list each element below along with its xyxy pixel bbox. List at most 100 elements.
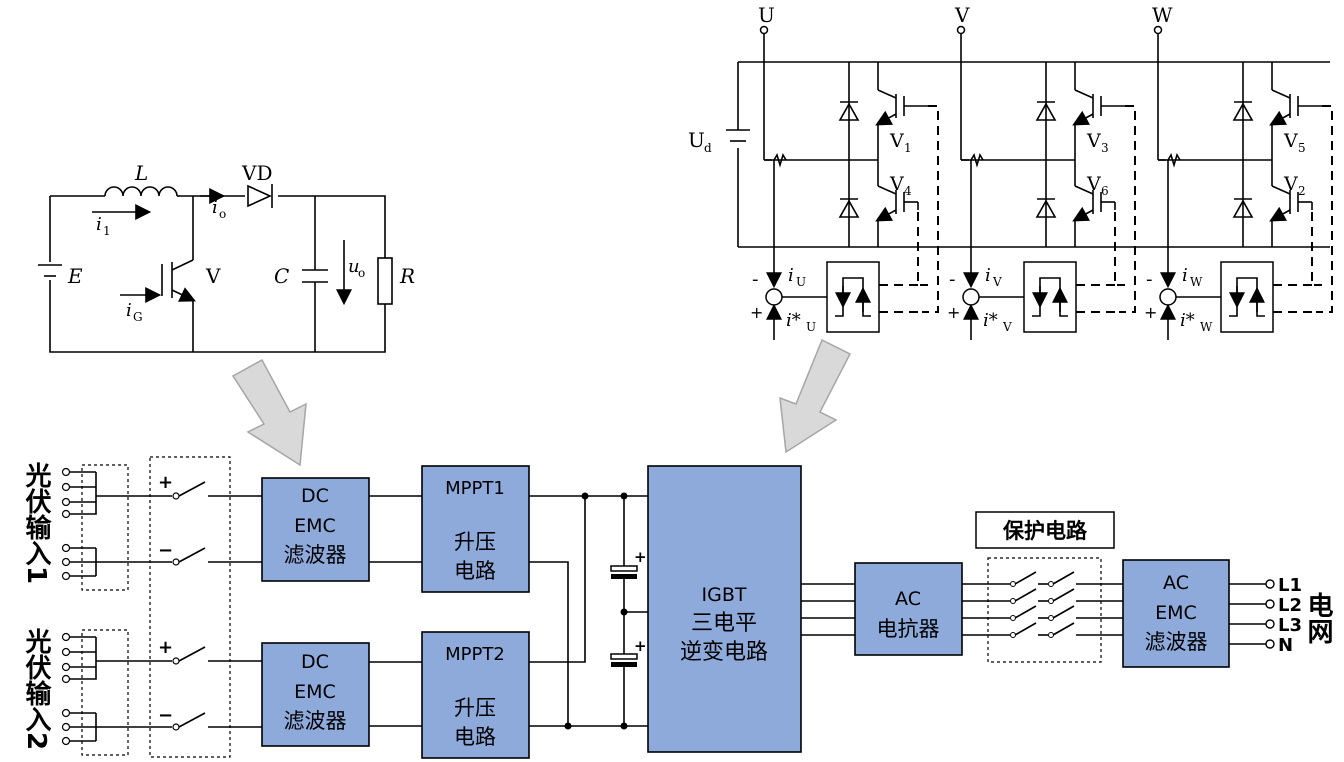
- phase-label: U: [758, 3, 775, 27]
- transistor-bottom-label: V: [1086, 173, 1101, 195]
- output-terminal-1: L1: [1229, 575, 1302, 596]
- protection-switch-4: [962, 622, 1123, 638]
- inductor-label: L: [134, 161, 148, 185]
- boost-circuit: L VD i 1 i o E V i G C u o R: [38, 161, 415, 353]
- pv-terminal: [61, 662, 71, 672]
- plus-sign: +: [158, 637, 173, 658]
- io-label: i: [212, 197, 218, 218]
- pv-terminal: [61, 722, 71, 732]
- pv-terminal: [61, 557, 71, 567]
- diode-label: VD: [241, 161, 272, 185]
- block-diagram: 光伏输入1 光伏输入2 +−+− DC EMC 滤波器 DC EMC 滤波器 M…: [21, 456, 1333, 759]
- minus-sign: −: [158, 705, 173, 726]
- ig-label: i: [126, 300, 132, 321]
- mppt2-title: MPPT2: [445, 644, 505, 665]
- transistor-bottom-sub: 4: [904, 184, 912, 198]
- pv-terminal: [61, 647, 71, 657]
- protection-switch-2: [962, 588, 1123, 604]
- mppt1-line3: 电路: [454, 559, 496, 583]
- pv-terminal: [61, 736, 71, 746]
- pv-input-group-1: +−: [61, 467, 262, 581]
- transistor-top-label: V: [889, 130, 904, 152]
- output-terminal-3: L3: [1229, 615, 1302, 636]
- igbt-line1: IGBT: [702, 584, 747, 606]
- pv-terminal: [61, 497, 71, 507]
- ref-current-label: i*: [786, 310, 801, 331]
- cap1-plus: +: [634, 548, 647, 566]
- current-sub: W: [1190, 275, 1203, 289]
- dc-emc-1-line3: 滤波器: [284, 543, 347, 567]
- dc-emc-filter-1: [261, 477, 370, 582]
- pv-terminal: [61, 571, 71, 581]
- mppt2-boost: [421, 631, 530, 759]
- igbt-line2: 三电平: [691, 611, 757, 636]
- transistor-top-label: V: [1283, 130, 1298, 152]
- mppt2-line3: 电路: [454, 725, 496, 749]
- pv-terminal: [61, 632, 71, 642]
- i1-label: i: [96, 214, 102, 235]
- dc-emc-1-line2: EMC: [294, 515, 336, 537]
- ac-emc-filter: [1122, 559, 1230, 668]
- ud-sub: d: [704, 141, 712, 155]
- mppt1-line2: 升压: [454, 530, 496, 554]
- output-label: L3: [1278, 615, 1302, 636]
- inductor-symbol: [104, 186, 178, 197]
- ac-reactor-line1: AC: [895, 588, 921, 610]
- source-label: E: [67, 264, 83, 288]
- transistor-top-sub: 5: [1298, 141, 1306, 155]
- mppt2-line2: 升压: [454, 696, 496, 720]
- i1-sub: 1: [103, 224, 111, 238]
- igbt-line3: 逆变电路: [680, 640, 768, 665]
- current-sub: U: [796, 275, 806, 289]
- output-label: L1: [1278, 575, 1302, 596]
- plus-sign: +: [158, 472, 173, 493]
- pv-input-2-label: 光伏输入2: [21, 628, 52, 750]
- io-sub: o: [219, 207, 226, 221]
- dc-emc-2-line3: 滤波器: [284, 709, 347, 733]
- transistor-top-sub: 1: [904, 141, 912, 155]
- output-label: L2: [1278, 595, 1302, 616]
- igbt-inverter: [647, 465, 802, 753]
- minus-sign: -: [1146, 269, 1153, 290]
- output-terminal-2: L2: [1229, 595, 1302, 616]
- pv-input-1-label: 光伏输入1: [21, 462, 52, 584]
- transistor-bottom-label: V: [889, 173, 904, 195]
- down-arrow-right: [779, 338, 852, 454]
- capacitor-label: C: [274, 264, 289, 288]
- minus-sign: -: [949, 269, 956, 290]
- pv-terminal: [61, 708, 71, 718]
- resistor-label: R: [399, 264, 415, 288]
- transistor-top-label: V: [1086, 130, 1101, 152]
- pv-terminal: [61, 509, 71, 519]
- pv-terminal: [61, 482, 71, 492]
- protection-label: 保护电路: [1002, 519, 1088, 543]
- hysteresis-box: [826, 261, 880, 333]
- dc-emc-2-line2: EMC: [294, 681, 336, 703]
- ac-emc-line2: EMC: [1155, 602, 1197, 624]
- ac-emc-line1: AC: [1163, 572, 1189, 594]
- mppt1-title: MPPT1: [445, 478, 505, 499]
- plus-sign: +: [750, 303, 763, 322]
- ref-current-label: i*: [1180, 310, 1195, 331]
- current-label: i: [985, 265, 991, 286]
- dc-emc-filter-2: [261, 642, 370, 747]
- mppt1-boost: [421, 465, 530, 593]
- transistor-bottom-sub: 6: [1101, 184, 1109, 198]
- minus-sign: -: [752, 269, 759, 290]
- pv-terminal: [61, 467, 71, 477]
- dc-emc-1-line1: DC: [301, 485, 329, 507]
- output-label: N: [1278, 635, 1293, 656]
- ig-sub: G: [133, 310, 143, 324]
- down-arrow-left: [231, 358, 307, 467]
- transistor-top-sub: 3: [1101, 141, 1109, 155]
- minus-sign: −: [158, 540, 173, 561]
- ac-emc-line3: 滤波器: [1145, 630, 1208, 654]
- transistor-bottom-sub: 2: [1298, 184, 1306, 198]
- current-label: i: [1182, 265, 1188, 286]
- plus-sign: +: [947, 303, 960, 322]
- grid-label: 电网: [1303, 592, 1333, 644]
- ref-current-sub: V: [1002, 320, 1012, 334]
- current-label: i: [788, 265, 794, 286]
